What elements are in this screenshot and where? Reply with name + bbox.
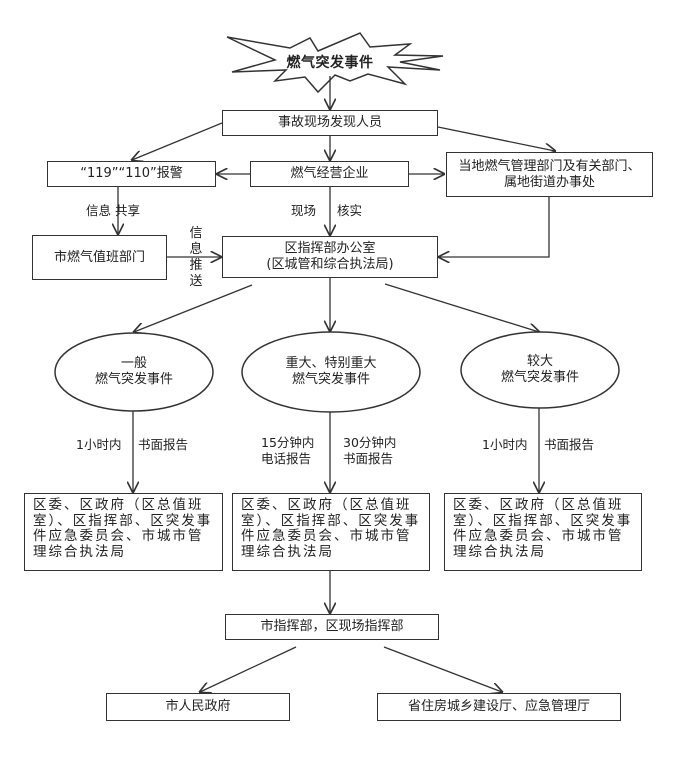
ellipse-larger-event — [460, 331, 620, 409]
district-hq-line1: 区指挥部办公室 — [284, 241, 376, 256]
label-info-push: 信息推送 — [189, 226, 203, 289]
level-major-written-report: 30分钟内 书面报告 — [343, 435, 397, 466]
edge-hq-to-larger — [384, 283, 539, 332]
edge-city-hq-to-province — [383, 646, 502, 692]
level-major-name: 重大、特别重大 燃气突发事件 — [285, 356, 377, 387]
node-alarm: “119”“110”报警 — [47, 161, 216, 187]
level-general-report-time: 1小时内 — [76, 437, 122, 452]
alarm-label: “119”“110”报警 — [80, 166, 183, 181]
node-local-dept: 当地燃气管理部门及有关部门、属地街道办事处 — [446, 152, 653, 197]
starburst-shape — [226, 32, 444, 94]
edge-city-hq-to-city-gov — [200, 646, 297, 692]
level-larger-name: 较大 燃气突发事件 — [500, 354, 579, 385]
label-info-share: 信息 共享 — [86, 203, 140, 218]
node-enterprise: 燃气经营企业 — [250, 161, 409, 187]
local-dept-label: 当地燃气管理部门及有关部门、属地街道办事处 — [458, 158, 641, 190]
edge-local-dept-to-district-hq — [439, 197, 550, 257]
node-province: 省住房城乡建设厅、应急管理厅 — [377, 693, 621, 721]
edge-discoverer-to-alarm — [132, 122, 223, 160]
district-hq-line2: (区城管和综合执法局) — [266, 257, 394, 272]
ellipse-major-event — [241, 331, 421, 413]
edge-discoverer-to-local-dept — [437, 126, 555, 151]
level-general-name: 一般 燃气突发事件 — [94, 356, 173, 387]
recipients-larger: 区委、区政府（区总值班室）、区指挥部、区突发事件应急委员会、市城市管理综合执法局 — [444, 493, 642, 571]
edge-hq-to-general — [134, 284, 253, 332]
label-verify: 核实 — [337, 203, 363, 218]
node-city-gov: 市人民政府 — [106, 693, 290, 721]
recipients-major: 区委、区政府（区总值班室）、区指挥部、区突发事件应急委员会、市城市管理综合执法局 — [232, 493, 430, 571]
level-larger-report-type: 书面报告 — [544, 437, 595, 452]
level-major-phone-report: 15分钟内 电话报告 — [261, 435, 315, 466]
event-title: 燃气突发事件 — [286, 55, 374, 71]
node-city-duty: 市燃气值班部门 — [32, 235, 167, 280]
ellipse-general-event — [54, 332, 214, 412]
level-larger-report-time: 1小时内 — [482, 437, 528, 452]
node-district-hq: 区指挥部办公室 (区城管和综合执法局) — [222, 236, 438, 278]
recipients-general: 区委、区政府（区总值班室）、区指挥部、区突发事件应急委员会、市城市管理综合执法局 — [24, 493, 223, 571]
label-onsite: 现场 — [291, 203, 317, 218]
level-general-report-type: 书面报告 — [138, 437, 189, 452]
node-discoverer: 事故现场发现人员 — [222, 110, 438, 136]
node-city-district-hq: 市指挥部，区现场指挥部 — [225, 614, 439, 640]
